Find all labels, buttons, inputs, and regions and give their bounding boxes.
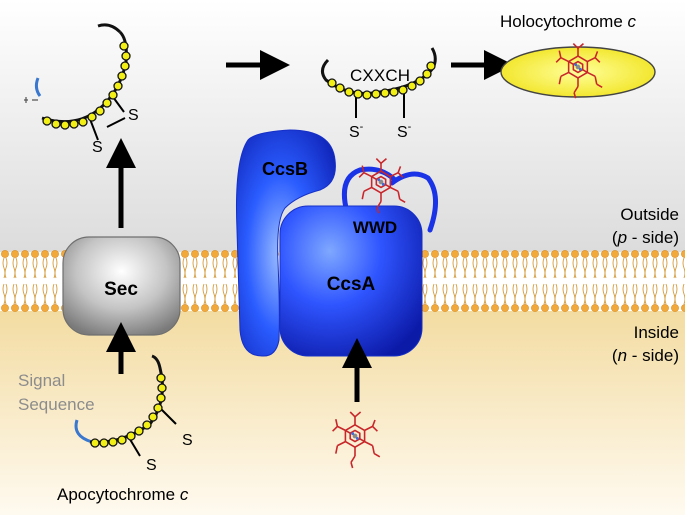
apo-s-label-1: S bbox=[182, 432, 193, 449]
holocytochrome-c: c bbox=[628, 12, 637, 31]
outside-label-line1: Outside bbox=[620, 205, 679, 224]
outside-p: p bbox=[617, 228, 627, 247]
apocytochrome-text: Apocytochrome bbox=[57, 485, 180, 504]
thiolate-1-s: S bbox=[349, 124, 360, 141]
inside-label-line2: (n - side) bbox=[612, 346, 679, 365]
disulfide-chain bbox=[24, 23, 131, 141]
signal-sequence-tail bbox=[74, 419, 93, 444]
sec-label: Sec bbox=[104, 279, 138, 300]
thiolate-2-charge: - bbox=[408, 121, 412, 133]
signal-label-line1: Signal bbox=[18, 371, 65, 390]
thiolate-2-s: S bbox=[397, 124, 408, 141]
cxxch-label: CXXCH bbox=[350, 66, 410, 85]
outside-paren: ( bbox=[612, 228, 618, 247]
holocytochrome-label: Holocytochrome c bbox=[500, 12, 637, 31]
arrows bbox=[106, 50, 514, 402]
disulfide-s-label-2: S bbox=[92, 139, 103, 156]
inside-n: n bbox=[618, 346, 627, 365]
apocytochrome-label: Apocytochrome c bbox=[57, 485, 189, 504]
inside-paren: ( bbox=[612, 346, 618, 365]
apocytochrome-c: c bbox=[180, 485, 189, 504]
thiolate-1: S- bbox=[349, 121, 364, 141]
disulfide-s-label-1: S bbox=[128, 107, 139, 124]
thiolate-2: S- bbox=[397, 121, 412, 141]
scissors-icon bbox=[24, 97, 38, 103]
inside-rest: - side) bbox=[627, 346, 679, 365]
ccsa-label: CcsA bbox=[327, 274, 376, 295]
wwd-label: WWD bbox=[353, 218, 397, 237]
holocytochrome-text: Holocytochrome bbox=[500, 12, 628, 31]
ccsb-label: CcsB bbox=[262, 159, 308, 179]
outside-label-line2: (p - side) bbox=[612, 228, 679, 247]
wwd-loop-right bbox=[389, 171, 438, 233]
inside-label-line1: Inside bbox=[634, 323, 679, 342]
ccsb-protein bbox=[235, 129, 336, 357]
cxxch-chain bbox=[321, 47, 437, 118]
signal-cleaved-tail bbox=[34, 77, 42, 97]
thiolate-1-charge: - bbox=[360, 121, 364, 133]
signal-label-line2: Sequence bbox=[18, 395, 95, 414]
apo-s-label-2: S bbox=[146, 457, 157, 474]
outside-rest: - side) bbox=[627, 228, 679, 247]
apocytochrome-chain bbox=[74, 354, 177, 457]
